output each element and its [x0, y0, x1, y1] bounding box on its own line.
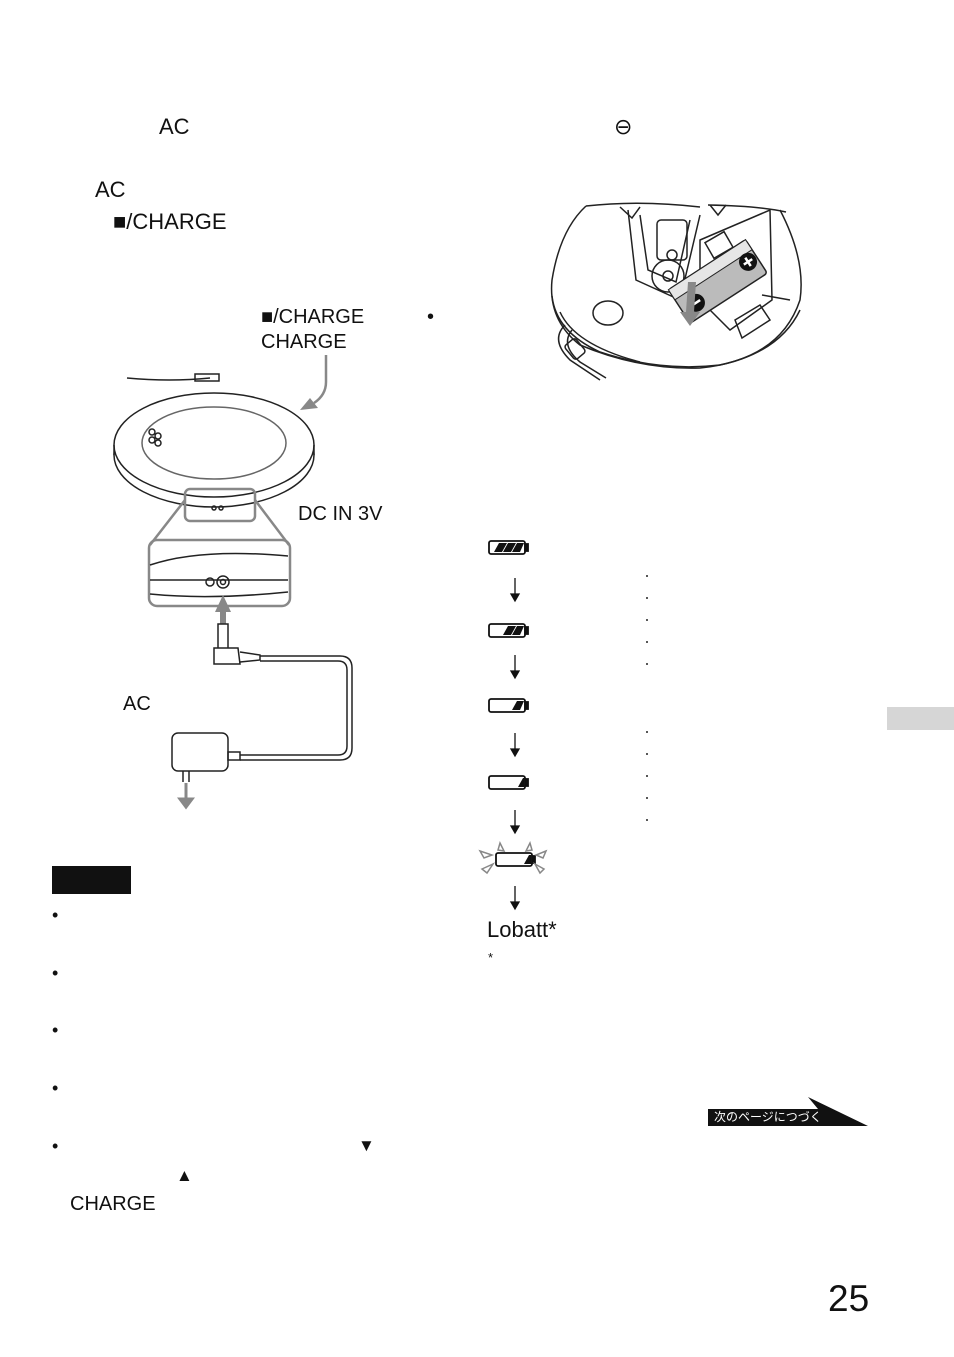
- figure-charge-button-label: ■/CHARGE: [261, 306, 365, 328]
- lobatt-label: Lobatt*: [487, 917, 557, 942]
- section-tab: [887, 707, 954, 730]
- note-bullet: •: [52, 1136, 59, 1156]
- next-page-label: 次のページにつづく: [714, 1110, 822, 1124]
- up-arrow-symbol: ▲: [176, 1166, 193, 1185]
- note-bullet: •: [52, 1078, 59, 1098]
- note-charge-word: CHARGE: [70, 1193, 156, 1215]
- next-page-arrow: [708, 1097, 868, 1126]
- note-bullet: •: [52, 905, 59, 925]
- dc-in-label: DC IN 3V: [298, 503, 383, 525]
- page-number: 25: [828, 1278, 870, 1319]
- header-ac-text: AC: [159, 114, 190, 139]
- note-bullet: •: [52, 963, 59, 983]
- ac-adapter-label: AC: [95, 177, 126, 202]
- figure-charge-indicator-label: CHARGE: [261, 331, 347, 353]
- note-bullet: •: [52, 1020, 59, 1040]
- charge-button-text: ■/CHARGE: [113, 209, 227, 234]
- notes-heading-tag: [52, 866, 131, 894]
- down-arrow-symbol: ▼: [358, 1136, 375, 1155]
- minus-terminal-symbol: ⊖: [614, 114, 633, 139]
- ac-adapter-figure-label: AC: [123, 693, 151, 715]
- lobatt-footnote-mark: *: [488, 950, 494, 965]
- figure-bullet: •: [427, 306, 435, 328]
